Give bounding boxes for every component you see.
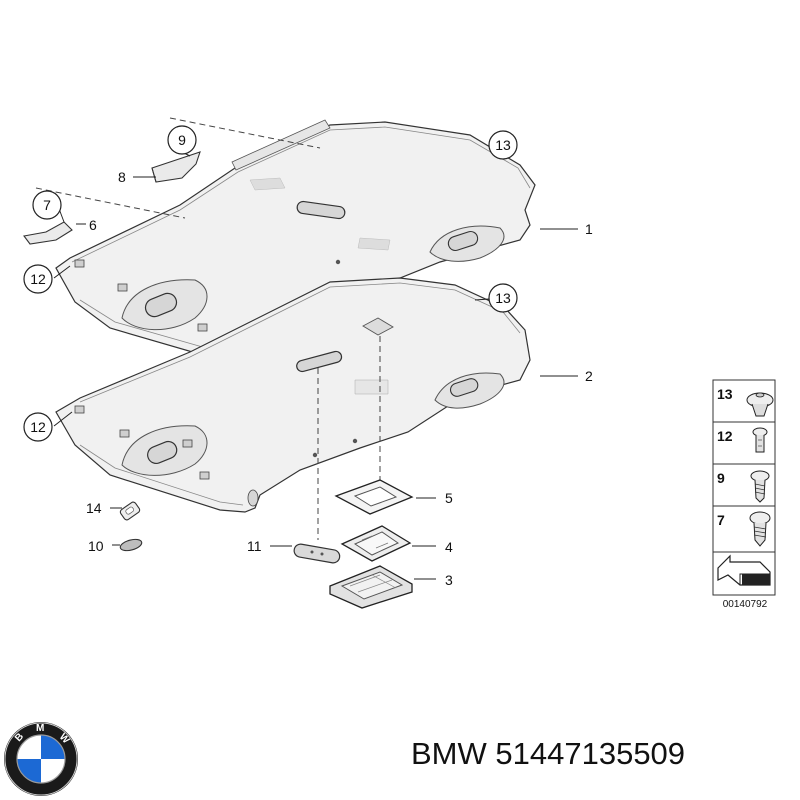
callout-13-upper-label: 13 xyxy=(495,137,511,153)
callout-9: 9 xyxy=(167,125,197,155)
part-label-5: 5 xyxy=(445,490,453,506)
part-label-3: 3 xyxy=(445,572,453,588)
part-label-8: 8 xyxy=(118,169,126,185)
part-label-6: 6 xyxy=(89,217,97,233)
part-label-1: 1 xyxy=(585,221,593,237)
part-number-caption: BMW 51447135509 xyxy=(411,738,791,769)
assembly-lines xyxy=(35,117,381,540)
fastener-legend: 13 12 9 7 xyxy=(712,379,776,610)
callout-7: 7 xyxy=(32,190,62,220)
headliner-upper xyxy=(55,119,536,363)
callout-12-upper-label: 12 xyxy=(30,271,46,287)
part-label-2: 2 xyxy=(585,368,593,384)
legend-label-9: 9 xyxy=(717,470,725,486)
screw-icon xyxy=(749,511,771,547)
callout-13-lower: 13 xyxy=(488,283,518,313)
part-4-frame xyxy=(340,525,412,562)
callout-13-upper: 13 xyxy=(488,130,518,160)
expanding-rivet-icon xyxy=(752,427,768,453)
callout-12-upper: 12 xyxy=(23,264,53,294)
callout-12-lower: 12 xyxy=(23,412,53,442)
callout-9-label: 9 xyxy=(178,132,186,148)
part-label-14: 14 xyxy=(86,500,102,516)
caption-brand: BMW xyxy=(411,736,487,771)
callout-7-label: 7 xyxy=(43,197,51,213)
part-label-4: 4 xyxy=(445,539,453,555)
callout-12-lower-label: 12 xyxy=(30,419,46,435)
orientation-arrow-icon xyxy=(717,554,771,586)
part-3-housing xyxy=(329,565,413,609)
drawing-code: 00140792 xyxy=(723,599,768,610)
part-14-clip xyxy=(119,501,141,521)
bmw-logo-letter-m: M xyxy=(36,723,44,734)
headliner-lower xyxy=(55,277,531,513)
legend-label-13: 13 xyxy=(717,386,733,402)
push-rivet-icon xyxy=(746,392,774,417)
part-10-cap xyxy=(119,538,143,552)
part-11-cover xyxy=(293,543,341,564)
legend-label-7: 7 xyxy=(717,512,725,528)
part-label-10: 10 xyxy=(88,538,104,554)
callout-13-lower-label: 13 xyxy=(495,290,511,306)
part-label-11: 11 xyxy=(247,538,262,554)
part-5-frame xyxy=(334,479,414,515)
legend-label-12: 12 xyxy=(717,428,733,444)
caption-part-number: 51447135509 xyxy=(495,736,686,771)
part-labels: 8 6 1 2 14 10 11 5 4 3 xyxy=(86,169,593,588)
part-6-bracket xyxy=(23,221,73,245)
screw-icon xyxy=(750,470,770,503)
leader-lines xyxy=(53,139,578,580)
bmw-logo: B M W xyxy=(4,722,78,796)
part-8-bracket xyxy=(151,151,201,183)
